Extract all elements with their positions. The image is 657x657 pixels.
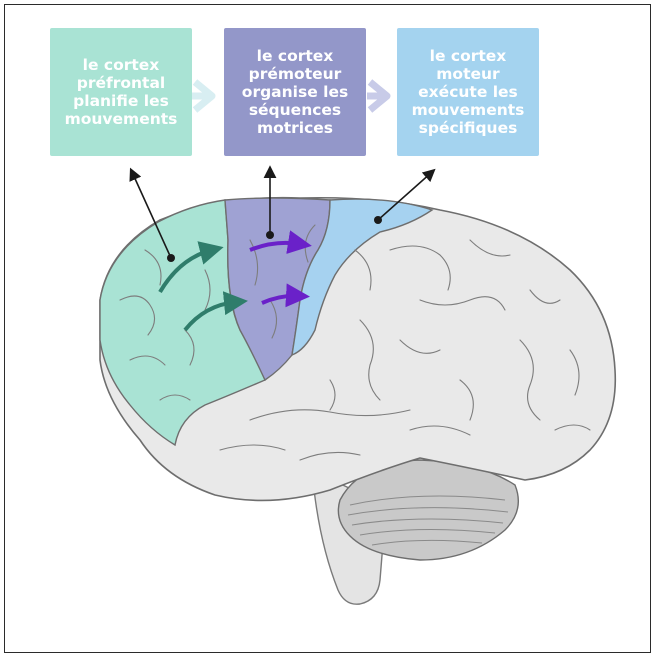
purple-arrow-lower <box>261 283 310 308</box>
motor-cortex-label-box: le cortex moteur exécute les mouvements … <box>397 28 539 156</box>
pointer-line-motor <box>377 168 436 221</box>
pointer-line-prefrontal <box>129 167 172 259</box>
flow-chevron-2 <box>367 79 391 113</box>
prefrontal-cortex-label-box: le cortex préfrontal planifie les mouvem… <box>50 28 192 156</box>
brain-sulci <box>119 224 591 461</box>
flow-chevron-1 <box>192 79 216 113</box>
premotor-cortex-label-box: le cortex prémoteur organise les séquenc… <box>224 28 366 156</box>
cerebellum <box>337 459 519 561</box>
motor-region <box>291 198 434 357</box>
green-arrow-lower <box>183 291 248 332</box>
cerebellum-folds <box>347 495 509 546</box>
green-arrow-upper <box>158 241 224 294</box>
purple-arrow-upper <box>249 230 312 254</box>
